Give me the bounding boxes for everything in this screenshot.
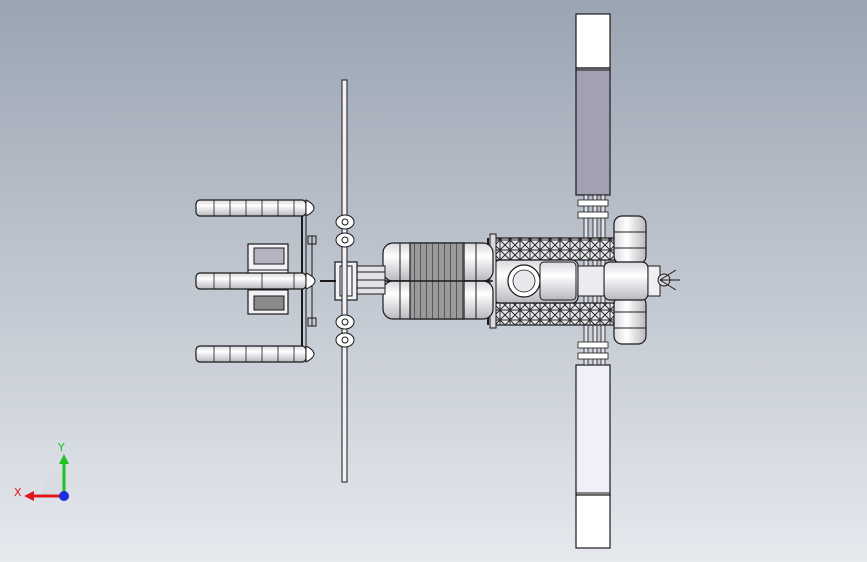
booster-lower[interactable] <box>195 345 315 363</box>
truss-lower[interactable] <box>493 302 619 326</box>
tank-module[interactable] <box>382 242 494 320</box>
solar-array-top[interactable] <box>575 13 611 196</box>
solar-array-bottom[interactable] <box>575 364 611 549</box>
view-orientation-triad-icon: Y X <box>12 440 82 510</box>
booster-upper[interactable] <box>195 199 315 217</box>
truss-upper[interactable] <box>493 237 619 261</box>
booster-middle[interactable] <box>195 272 336 290</box>
right-radiator-lower[interactable] <box>613 295 647 345</box>
core-module[interactable] <box>487 233 605 329</box>
right-radiator-upper[interactable] <box>613 215 647 265</box>
antenna-boom[interactable] <box>335 79 355 483</box>
x-axis-label: X <box>14 486 22 499</box>
y-axis-label: Y <box>58 441 65 454</box>
docking-node-right[interactable] <box>603 261 680 301</box>
